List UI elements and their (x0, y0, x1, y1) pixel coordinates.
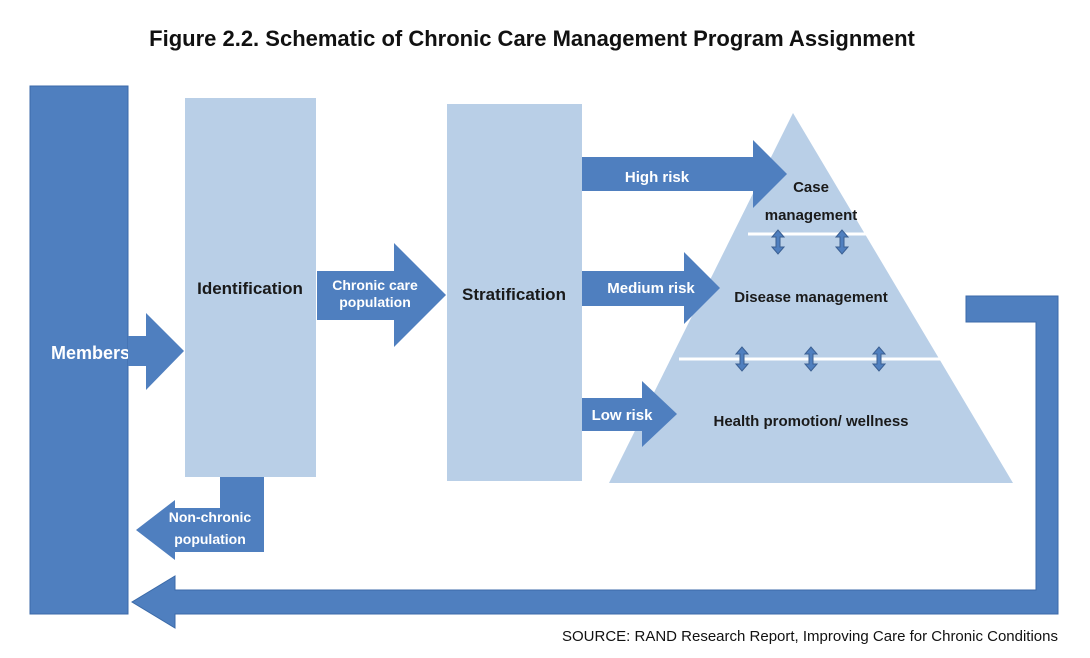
chronic-care-label-line1: Chronic care (332, 277, 418, 293)
medium-risk-arrow (582, 252, 720, 324)
identification-label: Identification (197, 279, 303, 298)
case-management-label-line2: management (765, 207, 858, 224)
stratification-box (447, 104, 582, 481)
high-risk-arrow (582, 140, 787, 208)
membership-box (29, 85, 129, 615)
chronic-care-label-line2: population (339, 294, 411, 310)
disease-management-label: Disease management (734, 289, 887, 306)
membership-arrow (128, 313, 184, 390)
non-chronic-label-line1: Non-chronic (169, 509, 252, 525)
low-risk-arrow (582, 381, 677, 447)
low-risk-label: Low risk (592, 407, 654, 424)
identification-box (185, 98, 316, 477)
medium-risk-label: Medium risk (607, 280, 695, 297)
non-chronic-arrow (136, 477, 264, 560)
chronic-care-arrow (317, 243, 446, 347)
return-arrow (131, 295, 1059, 629)
source-note: SOURCE: RAND Research Report, Improving … (561, 628, 1058, 645)
case-management-label-line1: Case (793, 179, 829, 196)
stratification-label: Stratification (462, 285, 566, 304)
high-risk-label: High risk (625, 169, 690, 186)
health-promotion-label: Health promotion/ wellness (713, 413, 908, 430)
non-chronic-label-line2: population (174, 531, 246, 547)
figure-title: Figure 2.2. Schematic of Chronic Care Ma… (149, 26, 915, 51)
